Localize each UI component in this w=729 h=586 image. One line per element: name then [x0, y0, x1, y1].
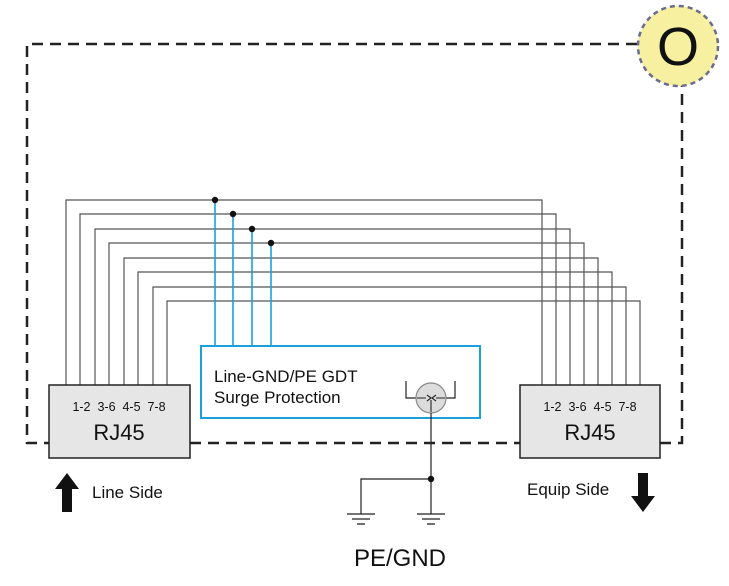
junction-dot	[229, 210, 237, 218]
equip-side-pin-labels: 1-2 3-6 4-5 7-8	[543, 400, 636, 414]
wire-6	[137, 271, 613, 385]
badge: O	[636, 4, 720, 88]
wire-2	[79, 213, 557, 385]
equip-side-connector-label: RJ45	[564, 420, 615, 445]
line-side-connector: 1-2 3-6 4-5 7-8 RJ45	[48, 384, 191, 459]
badge-letter: O	[657, 17, 699, 77]
ground-wiring	[360, 413, 432, 514]
junction-dot	[248, 225, 256, 233]
wire-8	[166, 300, 641, 385]
ground-label: PE/GND	[354, 545, 446, 572]
line-side-connector-label: RJ45	[93, 420, 144, 445]
protection-label-line1: Line-GND/PE GDT	[214, 367, 358, 386]
arrow-down-icon	[631, 473, 655, 512]
junction-dot	[267, 239, 275, 247]
wire-7	[152, 286, 627, 385]
ground-symbol-icon	[417, 513, 445, 525]
device-enclosure	[25, 42, 684, 445]
protection-label-line2: Surge Protection	[214, 388, 341, 407]
ground-junction-dot	[427, 475, 435, 483]
equip-side-connector: 1-2 3-6 4-5 7-8 RJ45	[519, 384, 661, 459]
wire-4	[108, 242, 585, 385]
arrow-up-icon	[55, 473, 79, 512]
line-side-label: Line Side	[92, 483, 163, 502]
signal-wires	[65, 199, 641, 385]
badge-circle	[636, 4, 720, 88]
equip-side-label: Equip Side	[527, 480, 609, 499]
wire-1	[65, 199, 543, 385]
ground-symbol-icon	[347, 513, 375, 525]
line-side-pin-labels: 1-2 3-6 4-5 7-8	[72, 400, 165, 414]
junction-dot	[211, 196, 219, 204]
protection-taps	[214, 200, 272, 346]
wire-5	[123, 257, 599, 385]
tap-junctions	[211, 196, 275, 247]
wire-3	[94, 228, 571, 385]
